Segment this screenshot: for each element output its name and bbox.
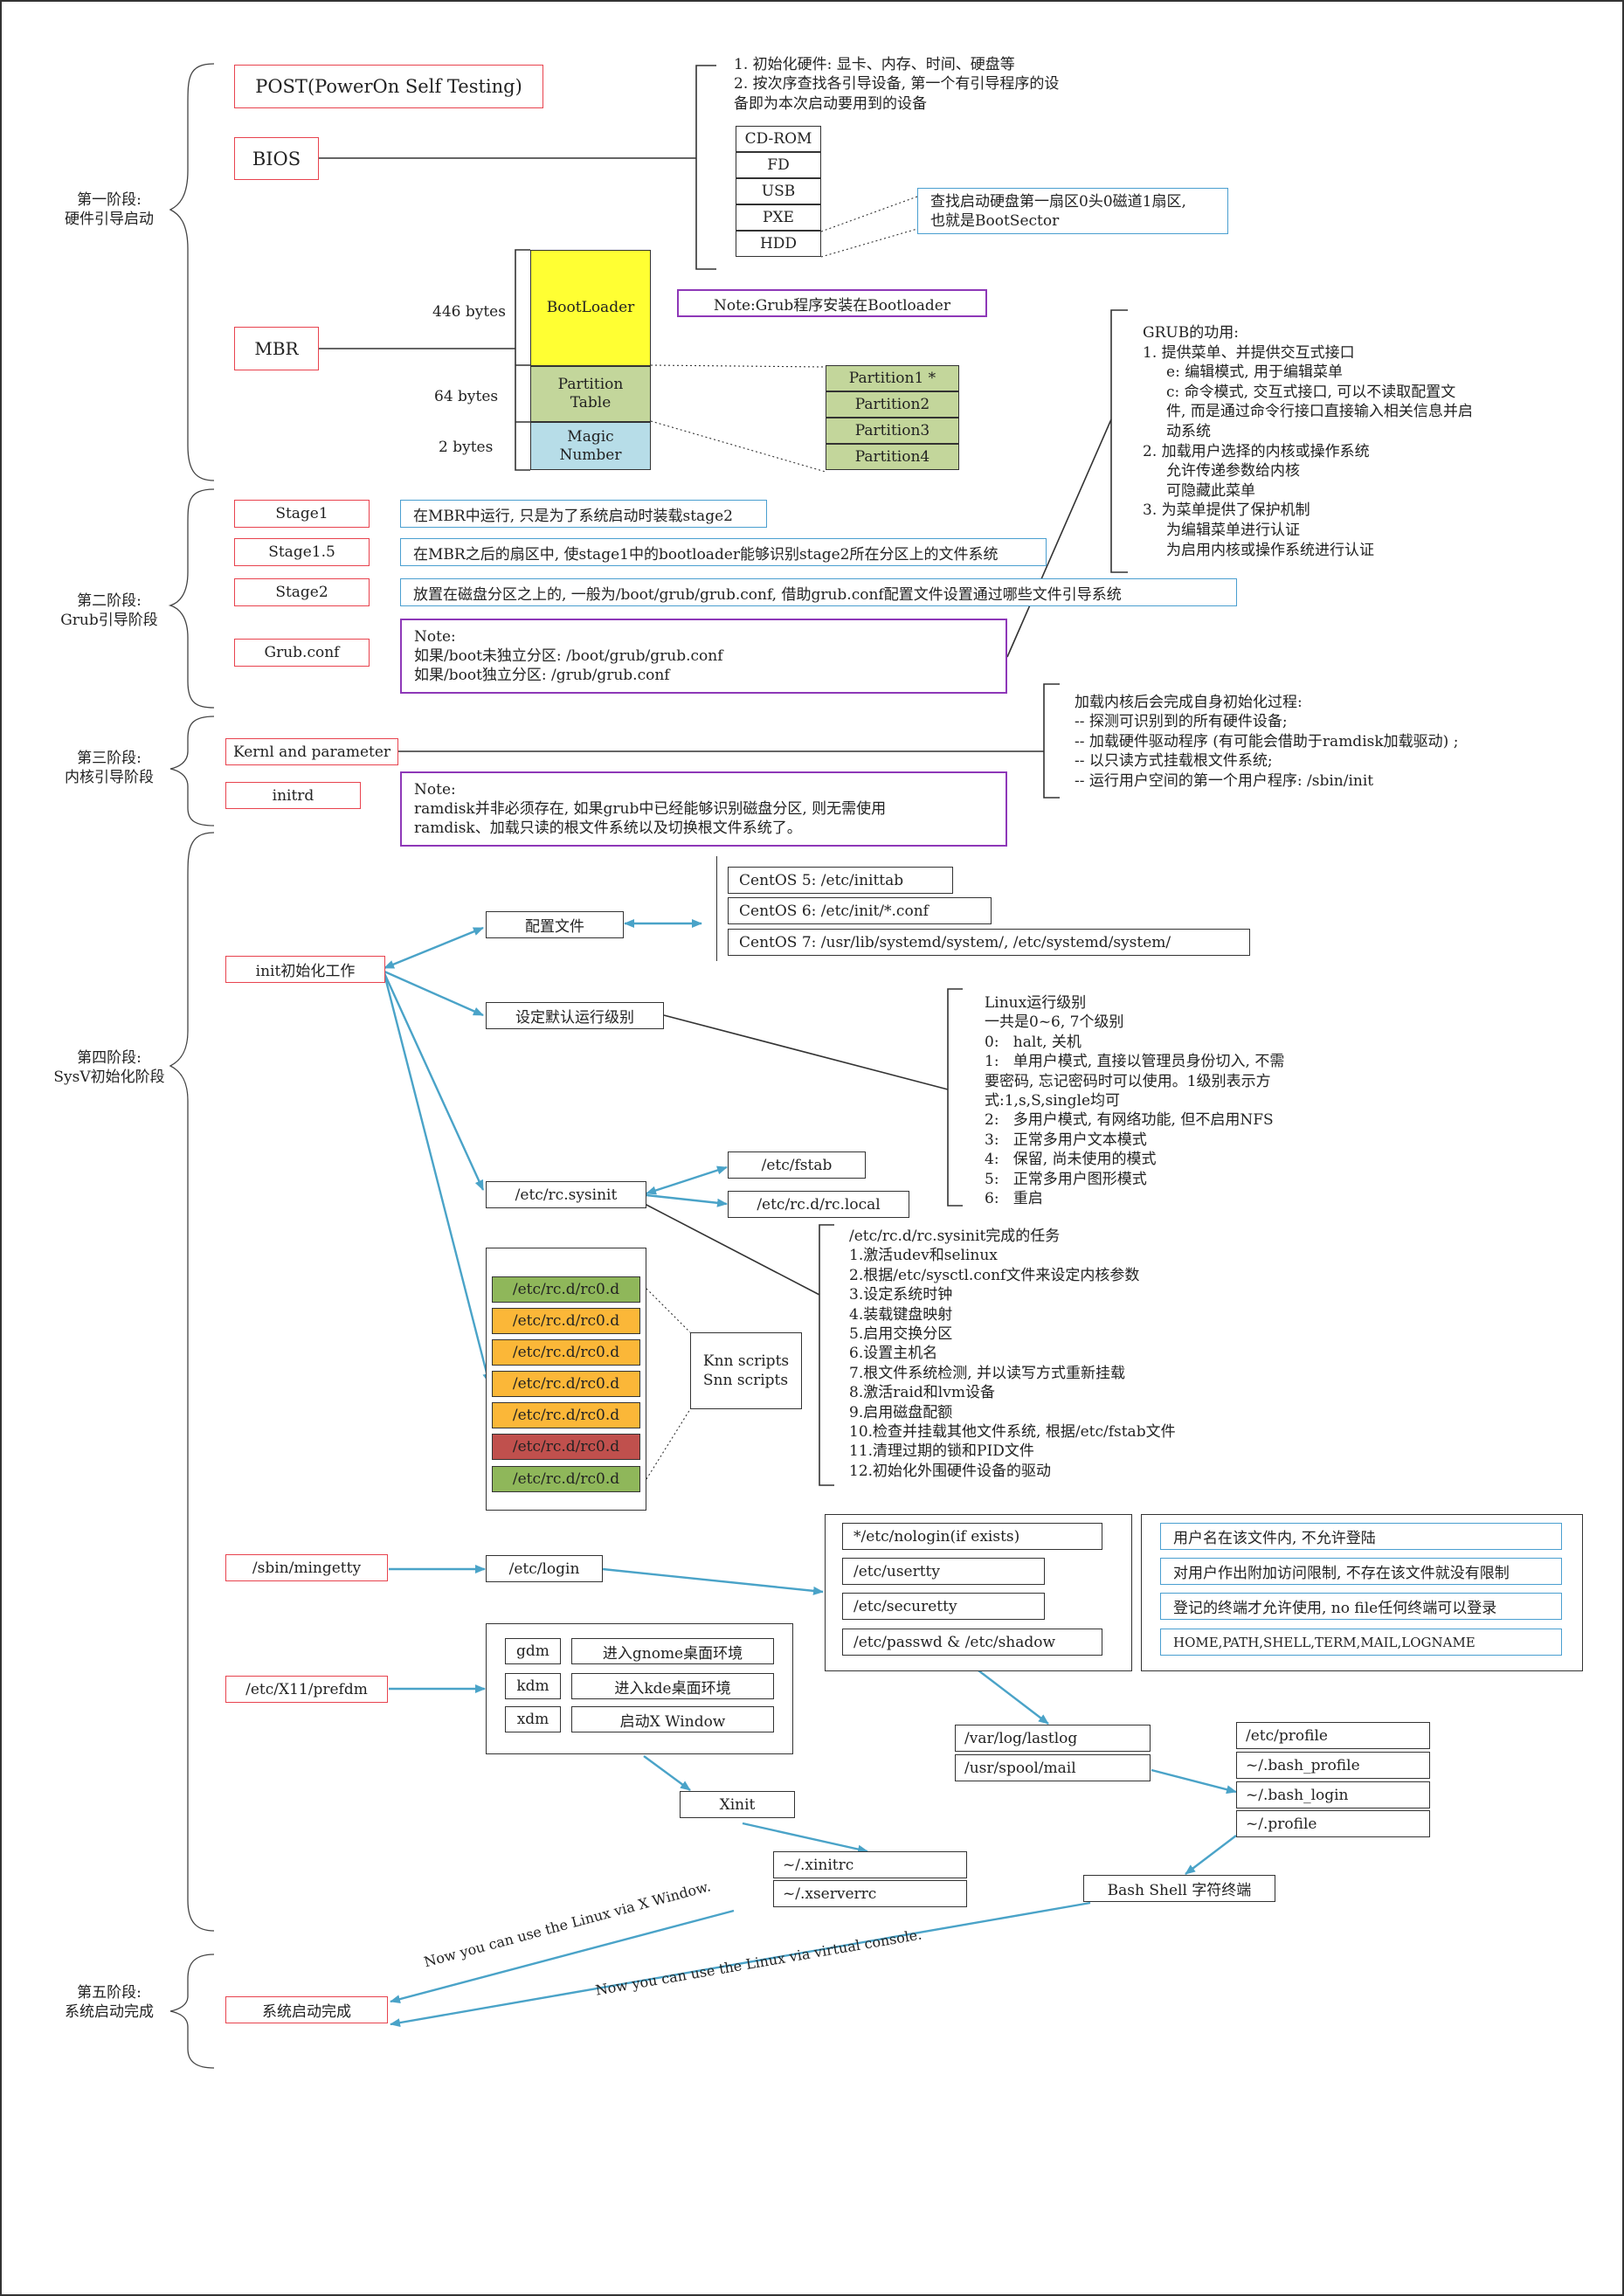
rc-dir-5: /etc/rc.d/rc0.d [492,1402,640,1428]
size-2: 2 bytes [439,439,494,456]
centos5-inittab: CentOS 5: /etc/inittab [728,867,953,894]
kernel-tasks: 加载内核后会完成自身初始化过程: -- 探测可识别到的所有硬件设备; -- 加载… [1075,694,1459,790]
gdm-name: gdm [505,1638,561,1664]
spool-mail-file: /usr/spool/mail [955,1754,1151,1781]
passwd-shadow-file: /etc/passwd & /etc/shadow [842,1629,1102,1656]
size-64: 64 bytes [434,388,499,405]
stage1-5-box: Stage1.5 [234,538,370,566]
rc-dir-4: /etc/rc.d/rc0.d [492,1371,640,1397]
fstab-box: /etc/fstab [728,1151,866,1179]
hdd-note: 查找启动硬盘第一扇区0头0磁道1扇区, 也就是BootSector [917,188,1228,234]
passwd-note: HOME,PATH,SHELL,TERM,MAIL,LOGNAME [1160,1629,1562,1656]
stage-label-2: 第二阶段: Grub引导阶段 [60,592,158,629]
config-file-box: 配置文件 [486,911,624,938]
bash-shell-box: Bash Shell 字符终端 [1083,1875,1275,1902]
grub-install-note: Note:Grub程序安装在Bootloader [677,289,987,317]
bios-notes: 1. 初始化硬件: 显卡、内存、时间、硬盘等 2. 按次序查找各引导设备, 第一… [734,56,1060,113]
device-cd-rom: CD-ROM [736,126,821,152]
post-box: POST(PowerOn Self Testing) [234,65,543,108]
mbr-box: MBR [234,327,319,370]
size-446: 446 bytes [432,303,506,321]
blue-arrows [383,919,1237,2028]
usertty-file: /etc/usertty [842,1558,1045,1585]
rc-dir-7: /etc/rc.d/rc0.d [492,1466,640,1492]
black-connectors [319,65,1128,1486]
kernel-box: Kernl and parameter [225,738,398,765]
xinit-box: Xinit [680,1791,795,1818]
partition-table-block: Partition Table [530,366,651,422]
centos6-init: CentOS 6: /etc/init/*.conf [728,897,992,924]
grub-conf-box: Grub.conf [234,639,370,667]
rc-dir-3: /etc/rc.d/rc0.d [492,1339,640,1366]
usertty-note: 对用户作出附加访问限制, 不存在该文件就没有限制 [1160,1558,1562,1585]
partition-4: Partition4 [826,444,959,470]
nologin-file: */etc/nologin(if exists) [842,1523,1102,1550]
boot-complete-box: 系统启动完成 [225,1996,388,2023]
default-level-box: 设定默认运行级别 [486,1002,664,1029]
mingetty-box: /sbin/mingetty [225,1554,388,1581]
nologin-note: 用户名在该文件内, 不允许登陆 [1160,1523,1562,1550]
bios-box: BIOS [234,137,319,180]
magic-number-block: Magic Number [530,422,651,470]
xdm-name: xdm [505,1706,561,1732]
prefdm-box: /etc/X11/prefdm [225,1676,388,1703]
centos7-systemd: CentOS 7: /usr/lib/systemd/system/, /etc… [728,929,1250,956]
knn-snn-scripts: Knn scripts Snn scripts [690,1332,802,1409]
stage-label-4: 第四阶段: SysV初始化阶段 [53,1049,165,1086]
partition-1: Partition1 * [826,365,959,391]
bash-profile: ~/.bash_profile [1236,1752,1430,1779]
kdm-name: kdm [505,1673,561,1699]
dotted-connectors [646,196,918,1480]
xserverrc-file: ~/.xserverrc [773,1880,967,1907]
xinitrc-file: ~/.xinitrc [773,1851,967,1878]
grub-conf-note: Note: 如果/boot未独立分区: /boot/grub/grub.conf… [400,619,1007,694]
stage-label-5: 第五阶段: 系统启动完成 [65,1984,154,2021]
etc-profile: /etc/profile [1236,1722,1430,1749]
device-usb: USB [736,178,821,204]
rc-local-box: /etc/rc.d/rc.local [728,1191,909,1218]
initrd-note: Note: ramdisk并非必须存在, 如果grub中已经能够识别磁盘分区, … [400,771,1007,847]
rc-sysinit-box: /etc/rc.sysinit [486,1181,646,1208]
config-files-group [716,856,732,961]
stage-label-3: 第三阶段: 内核引导阶段 [65,750,154,786]
stage-braces [168,63,215,2069]
device-fd: FD [736,152,821,178]
login-box: /etc/login [486,1555,603,1582]
init-box: init初始化工作 [225,956,385,983]
partition-3: Partition3 [826,418,959,444]
runlevels-note: Linux运行级别 一共是0~6, 7个级别 0: halt, 关机 1: 单用… [985,994,1285,1208]
stage2-desc: 放置在磁盘分区之上的, 一般为/boot/grub/grub.conf, 借助g… [400,578,1237,606]
kdm-desc: 进入kde桌面环境 [571,1673,774,1699]
partition-2: Partition2 [826,391,959,418]
device-pxe: PXE [736,204,821,231]
bootloader-block: BootLoader [530,250,651,366]
stage1-box: Stage1 [234,500,370,528]
rc-dir-6: /etc/rc.d/rc0.d [492,1434,640,1460]
stage2-box: Stage2 [234,578,370,606]
sysinit-tasks: /etc/rc.d/rc.sysinit完成的任务 1.激活udev和selin… [849,1228,1176,1480]
device-hdd: HDD [736,231,821,257]
grub-functions: GRUB的功用: 1. 提供菜单、并提供交互式接口 e: 编辑模式, 用于编辑菜… [1143,324,1473,559]
xdm-desc: 启动X Window [571,1706,774,1732]
gdm-desc: 进入gnome桌面环境 [571,1638,774,1664]
lastlog-file: /var/log/lastlog [955,1725,1151,1752]
rc-dir-2: /etc/rc.d/rc0.d [492,1308,640,1334]
stage1-desc: 在MBR中运行, 只是为了系统启动时装载stage2 [400,500,767,528]
securetty-note: 登记的终端才允许使用, no file任何终端可以登录 [1160,1593,1562,1620]
initrd-box: initrd [225,782,361,809]
securetty-file: /etc/securetty [842,1593,1045,1620]
stage1-5-desc: 在MBR之后的扇区中, 使stage1中的bootloader能够识别stage… [400,538,1047,566]
bash-login: ~/.bash_login [1236,1781,1430,1808]
stage-label-1: 第一阶段: 硬件引导启动 [65,191,154,228]
dot-profile: ~/.profile [1236,1810,1430,1837]
rc-dir-1: /etc/rc.d/rc0.d [492,1276,640,1303]
